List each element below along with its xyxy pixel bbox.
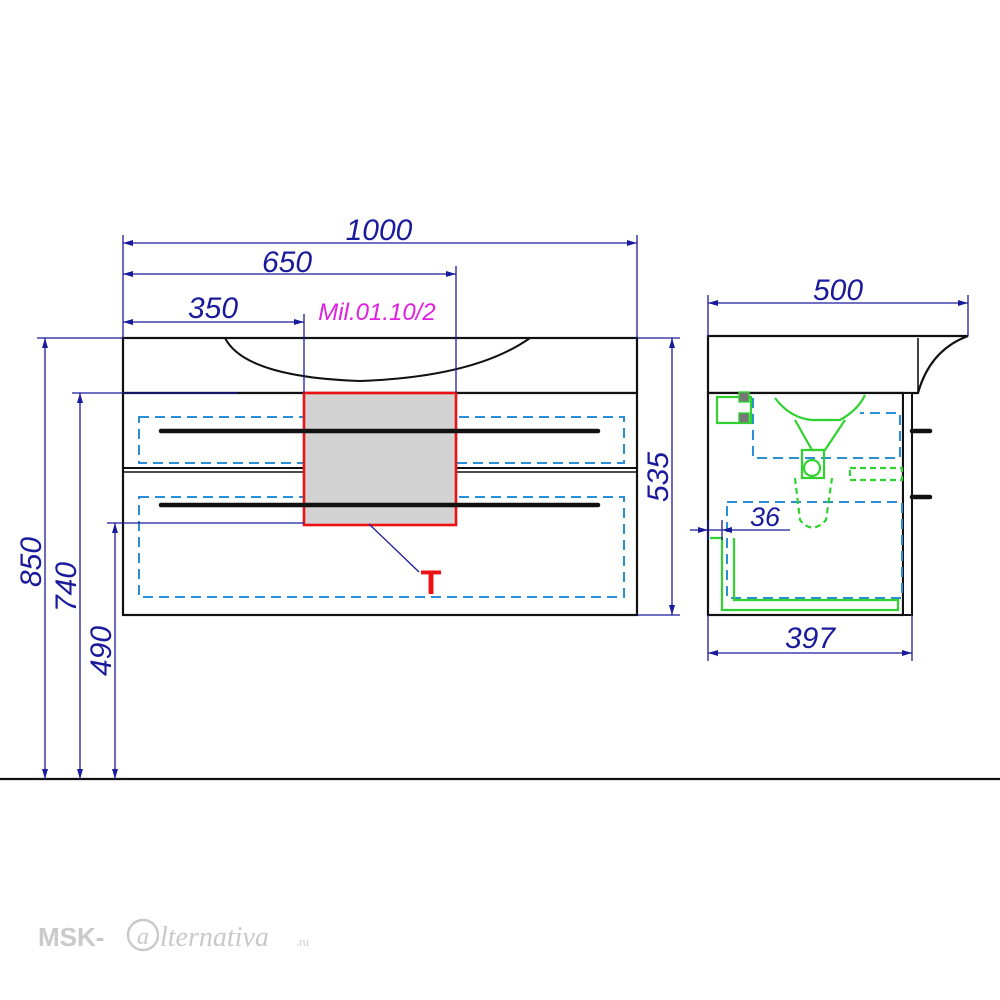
side-cabinet-body [706, 391, 905, 617]
countertop [121, 336, 639, 395]
watermark-at-logo [126, 918, 160, 952]
horizontal-dimensions: 1000 650 350 Mil.01.10/2 [122, 214, 638, 393]
dimension-total-width: 1000 [346, 214, 413, 247]
dimension-cabinet-height: 535 [642, 452, 675, 502]
drain-pipe [848, 466, 904, 482]
wall-bracket [715, 395, 753, 425]
watermark-brand: lternativa [160, 922, 269, 953]
mounting-marker: T [368, 523, 442, 602]
side-view: 500 397 36 [690, 274, 969, 661]
watermark-domain: .ru [296, 937, 309, 949]
watermark-prefix: MSK- [38, 922, 104, 952]
dimension-depth-top: 500 [813, 274, 863, 307]
dimension-side-offset: 36 [750, 502, 781, 532]
dimension-cabinet-bottom-height: 490 [85, 626, 118, 676]
watermark: MSK- a lternativa .ru [38, 918, 309, 953]
dimension-total-height: 850 [15, 537, 48, 587]
side-lower-dashed [726, 501, 903, 599]
dimension-inner-width: 650 [262, 246, 312, 279]
siphon-outline [710, 391, 904, 612]
marker-label: T [421, 564, 442, 602]
front-view [121, 336, 639, 617]
side-upper-dashed [752, 398, 901, 459]
side-countertop [706, 334, 969, 395]
svg-text:a: a [137, 924, 149, 950]
model-label: Mil.01.10/2 [318, 299, 435, 326]
dimension-basin-height: 740 [50, 562, 83, 612]
basin-curve [224, 337, 531, 383]
vertical-dimensions: 850 740 490 535 [15, 337, 680, 779]
dimension-depth-bottom: 397 [785, 622, 836, 655]
dimension-left-offset: 350 [188, 292, 238, 325]
side-front-panel [902, 392, 913, 616]
